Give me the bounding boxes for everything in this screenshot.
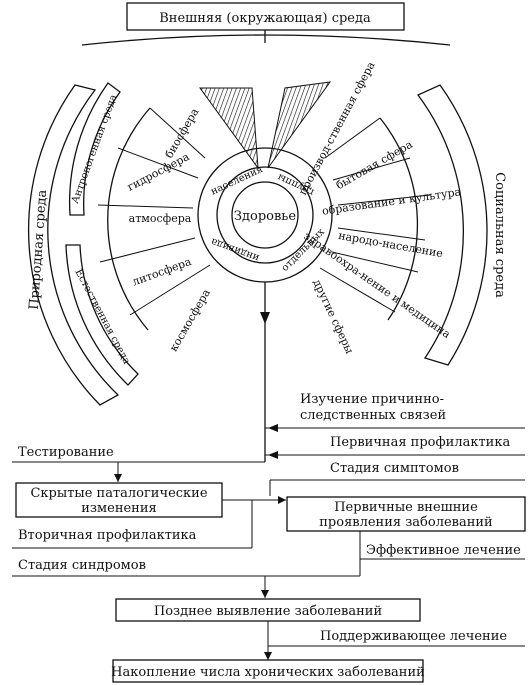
syndromes-stage-label: Стадия синдромов [18, 558, 146, 573]
natural-band [65, 244, 139, 386]
down-arrow [260, 312, 270, 324]
left-hatch-wedge [199, 87, 259, 170]
primary-prevention-label: Первичная профилактика [330, 435, 510, 450]
symptoms-stage-label: Стадия симптомов [330, 461, 459, 476]
primary-manifestations-box [286, 496, 526, 532]
outer-right-band [416, 84, 488, 366]
testing-label: Тестирование [18, 445, 114, 460]
right-outer-label: Социальная среда [492, 172, 507, 298]
sector-lithosphere: литосфера [130, 255, 193, 289]
top-box-label: Внешняя (окружающая) среда [159, 11, 371, 26]
sector-other: другие сферы [310, 277, 356, 356]
sector-atmosphere: атмосфера [129, 212, 192, 225]
primary-manifestations-line2: проявления заболеваний [319, 515, 492, 530]
hidden-changes-line2: изменения [81, 501, 156, 516]
anthro-band [68, 82, 121, 216]
ring-mid [216, 166, 314, 264]
sector-dividers [97, 107, 431, 316]
supportive-treatment-label: Поддерживающее лечение [320, 629, 507, 644]
ring-inner [231, 181, 299, 249]
right-hatch-wedge [267, 81, 332, 169]
top-box: Внешняя (окружающая) среда [126, 2, 405, 31]
outer-left-band [27, 84, 120, 406]
right-fan-outer [379, 117, 419, 321]
left-fan-outer [107, 107, 151, 331]
causal-study-line1: Изучение причинно- [300, 392, 444, 407]
sector-household: бытовая сфера [334, 138, 415, 193]
primary-manifestations-line1: Первичные внешние [334, 500, 478, 515]
center-label: Здоровье [234, 209, 296, 224]
sector-population: народо-население [337, 229, 444, 260]
secondary-prevention-label: Вторичная профилактика [18, 528, 197, 543]
chronic-accumulation-label: Накопление числа хронических заболеваний [111, 665, 425, 680]
effective-treatment-label: Эффективное лечение [366, 543, 521, 558]
ring-label-population: населения [209, 164, 264, 198]
causal-study-line2: следственных связей [300, 408, 446, 423]
ring-label-individual-2: индивида [209, 236, 260, 264]
left-outer-label: Природная среда [27, 189, 50, 310]
chronic-accumulation-box [112, 659, 424, 683]
hidden-changes-line1: Скрытые паталогические [30, 486, 207, 501]
top-arc [81, 34, 451, 46]
sector-cosmosphere: космосфера [167, 286, 213, 353]
late-detection-label: Позднее выявление заболеваний [154, 604, 382, 619]
